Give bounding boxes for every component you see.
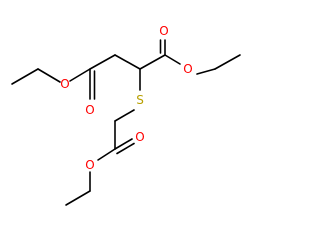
atom-o-carbonyl-right: O <box>159 24 168 38</box>
bond-carbonyl-right-o <box>164 54 181 65</box>
bond-carbonyl-bottom-double-b <box>116 142 135 155</box>
atom-label: O <box>85 103 94 117</box>
atom-o-ether-left: O <box>60 77 69 91</box>
bond-s-ch2 <box>114 109 135 122</box>
bond-ethyl-left-ch2-o <box>37 68 61 83</box>
atom-label: O <box>85 158 94 172</box>
bond-ethyl-bottom-ch3 <box>65 190 91 206</box>
bond-o-ethyl-right-ch2 <box>196 68 216 75</box>
bond-ch-carbonyl-right <box>139 54 166 70</box>
bond-carbonyl-left-ch2 <box>89 54 116 70</box>
bond-carbonyl-bottom-double-a <box>114 138 133 150</box>
bond-ch2-ch <box>114 54 141 70</box>
atom-s-thioether: S <box>136 93 144 107</box>
atom-o-ether-right: O <box>183 62 192 76</box>
atom-label: O <box>135 130 144 144</box>
atom-label: O <box>159 24 168 38</box>
atom-label: O <box>60 77 69 91</box>
atom-label: O <box>183 62 192 76</box>
atom-o-ether-bottom: O <box>85 158 94 172</box>
bond-o-carbonyl-left <box>69 68 91 82</box>
skeletal-formula: O O O O S O O <box>11 24 241 206</box>
atom-label: S <box>136 93 144 107</box>
atom-o-carbonyl-bottom: O <box>135 130 144 144</box>
bond-ethyl-right-ch3 <box>214 54 241 70</box>
atom-o-carbonyl-left: O <box>85 103 94 117</box>
bond-carbonyl-bottom-o <box>97 148 116 161</box>
bond-ethyl-left-ch3 <box>11 68 39 85</box>
